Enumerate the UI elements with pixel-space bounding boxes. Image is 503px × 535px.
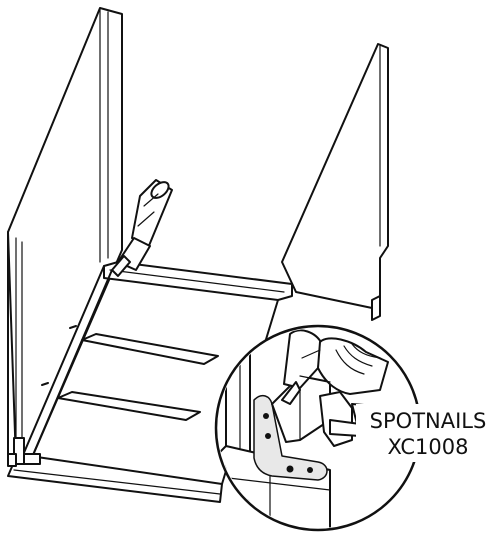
lift-cylinder [111,179,173,277]
callout-line-1: SPOTNAILS [370,409,487,433]
left-side-panel [7,7,123,463]
callout-line-2: XC1008 [388,435,469,459]
right-side-panel [281,43,389,321]
callout-label: SPOTNAILS XC1008 [356,404,500,462]
